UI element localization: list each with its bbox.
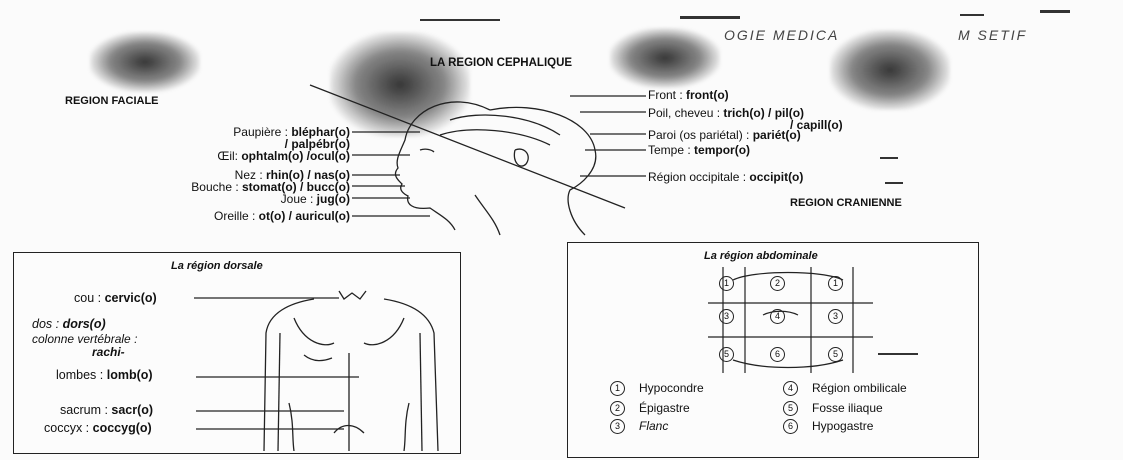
number-badge: 3	[719, 309, 734, 324]
label-rachi: rachi-	[92, 345, 125, 359]
legend-item: 5 Fosse iliaque	[783, 401, 883, 416]
number-badge: 2	[610, 401, 625, 416]
scan-mark	[960, 14, 984, 16]
dorsal-region-panel: La région dorsale cou : cervic(o) dos : …	[13, 252, 461, 454]
grid-num-6: 6	[770, 347, 799, 362]
scan-mark	[878, 353, 918, 355]
grid-num-3-left: 3	[719, 309, 748, 324]
label-tempe: Tempe : tempor(o)	[648, 143, 750, 157]
label-root: ophtalm(o) /ocul(o)	[241, 149, 350, 163]
legend-label: Flanc	[639, 419, 668, 433]
label-root: dors(o)	[63, 317, 106, 331]
legend-label: Épigastre	[639, 401, 690, 415]
label-term: dos :	[32, 317, 63, 331]
number-badge: 2	[770, 276, 785, 291]
back-body-diagram	[194, 273, 456, 451]
grid-num-3-right: 3	[828, 309, 857, 324]
leader-lines-left	[350, 120, 440, 230]
label-coccyx: coccyx : coccyg(o)	[44, 421, 152, 435]
number-badge: 4	[783, 381, 798, 396]
label-root: ot(o) / auricul(o)	[259, 209, 350, 223]
number-badge: 1	[828, 276, 843, 291]
abdominal-region-panel: La région abdominale 1 2 1 3 4 3 5 6 5 1…	[567, 242, 979, 458]
label-occipitale: Région occipitale : occipit(o)	[648, 170, 803, 184]
label-oreille: Oreille : ot(o) / auricul(o)	[100, 209, 350, 223]
label-root: sacr(o)	[111, 403, 153, 417]
scan-mark	[680, 16, 740, 19]
legend-item: 4 Région ombilicale	[783, 381, 907, 396]
grid-num-5-left: 5	[719, 347, 748, 362]
scan-smudge	[610, 28, 720, 88]
number-badge: 5	[828, 347, 843, 362]
label-lombes: lombes : lomb(o)	[56, 368, 153, 382]
label-term: Poil, cheveu :	[648, 106, 723, 120]
label-root: jug(o)	[317, 192, 350, 206]
grid-num-4: 4	[770, 309, 799, 324]
label-root: tempor(o)	[694, 143, 750, 157]
label-root: front(o)	[686, 88, 729, 102]
section-label-faciale: REGION FACIALE	[65, 94, 159, 108]
label-front: Front : front(o)	[648, 88, 729, 102]
label-term: cou :	[74, 291, 105, 305]
dorsal-title: La région dorsale	[171, 259, 263, 273]
number-badge: 5	[783, 401, 798, 416]
number-badge: 1	[610, 381, 625, 396]
label-term: Œil:	[217, 149, 241, 163]
scan-smudge	[830, 30, 950, 110]
scan-smudge	[90, 32, 200, 92]
label-root: coccyg(o)	[93, 421, 152, 435]
label-colonne: colonne vertébrale :	[32, 332, 137, 346]
label-term: sacrum :	[60, 403, 111, 417]
label-root: cervic(o)	[105, 291, 157, 305]
legend-label: Hypocondre	[639, 381, 704, 395]
label-term: Front :	[648, 88, 686, 102]
section-label-cranienne: REGION CRANIENNE	[790, 196, 902, 210]
legend-item: 6 Hypogastre	[783, 419, 873, 434]
label-term: Tempe :	[648, 143, 694, 157]
number-badge: 6	[770, 347, 785, 362]
scan-mark	[885, 182, 903, 184]
number-badge: 3	[610, 419, 625, 434]
legend-label: Région ombilicale	[812, 381, 907, 395]
label-oeil: Œil: ophtalm(o) /ocul(o)	[120, 149, 350, 163]
number-badge: 1	[719, 276, 734, 291]
label-root: lomb(o)	[107, 368, 153, 382]
header-smudged-text: M SETIF	[958, 28, 1027, 42]
label-root: occipit(o)	[749, 170, 803, 184]
number-badge: 3	[828, 309, 843, 324]
label-joue: Joue : jug(o)	[120, 192, 350, 206]
label-dos: dos : dors(o)	[32, 317, 106, 331]
legend-item: 2 Épigastre	[610, 401, 690, 416]
scan-mark	[1040, 10, 1070, 13]
label-root: pariét(o)	[753, 128, 801, 142]
number-badge: 5	[719, 347, 734, 362]
legend-label: Fosse iliaque	[812, 401, 883, 415]
number-badge: 4	[770, 309, 785, 324]
legend-item: 1 Hypocondre	[610, 381, 704, 396]
label-paroi: Paroi (os pariétal) : pariét(o)	[648, 128, 801, 142]
label-term: lombes :	[56, 368, 107, 382]
label-term: coccyx :	[44, 421, 93, 435]
legend-label: Hypogastre	[812, 419, 873, 433]
label-term: Région occipitale :	[648, 170, 749, 184]
label-cou: cou : cervic(o)	[74, 291, 157, 305]
header-smudged-text: OGIE MEDICA	[724, 28, 839, 42]
scan-mark	[420, 19, 500, 21]
label-term: Paroi (os pariétal) :	[648, 128, 753, 142]
grid-num-1-left: 1	[719, 276, 748, 291]
scan-mark	[880, 157, 898, 159]
label-term: Oreille :	[214, 209, 259, 223]
grid-num-2: 2	[770, 276, 799, 291]
label-poil: Poil, cheveu : trich(o) / pil(o)	[648, 106, 804, 120]
legend-item: 3 Flanc	[610, 419, 668, 434]
abdominal-title: La région abdominale	[704, 249, 818, 263]
leader-lines-right	[540, 90, 650, 190]
grid-num-1-right: 1	[828, 276, 857, 291]
grid-num-5-right: 5	[828, 347, 857, 362]
page-title: LA REGION CEPHALIQUE	[430, 56, 572, 70]
label-sacrum: sacrum : sacr(o)	[60, 403, 153, 417]
label-term: Joue :	[281, 192, 317, 206]
number-badge: 6	[783, 419, 798, 434]
